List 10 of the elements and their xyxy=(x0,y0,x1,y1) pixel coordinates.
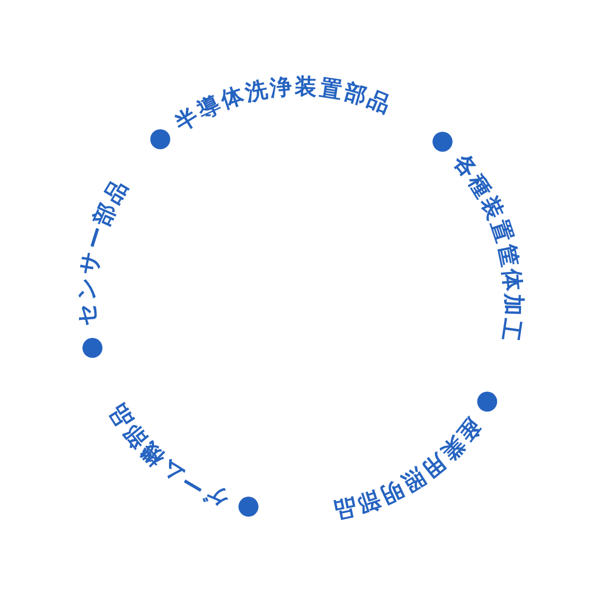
bullet-dot xyxy=(238,496,258,517)
bullet-dot xyxy=(82,338,102,358)
item-label: ゲーム機部品 xyxy=(103,397,232,512)
item-label: 産業用照明部品 xyxy=(328,413,486,524)
item-label: センサー部品 xyxy=(74,174,134,327)
item-label: 半導体洗浄装置部品 xyxy=(170,74,397,136)
bullet-dot xyxy=(150,129,170,150)
bullet-dot xyxy=(477,392,498,412)
item-label: 各種装置筐体加工 xyxy=(448,149,526,346)
bullet-dot xyxy=(432,132,453,152)
